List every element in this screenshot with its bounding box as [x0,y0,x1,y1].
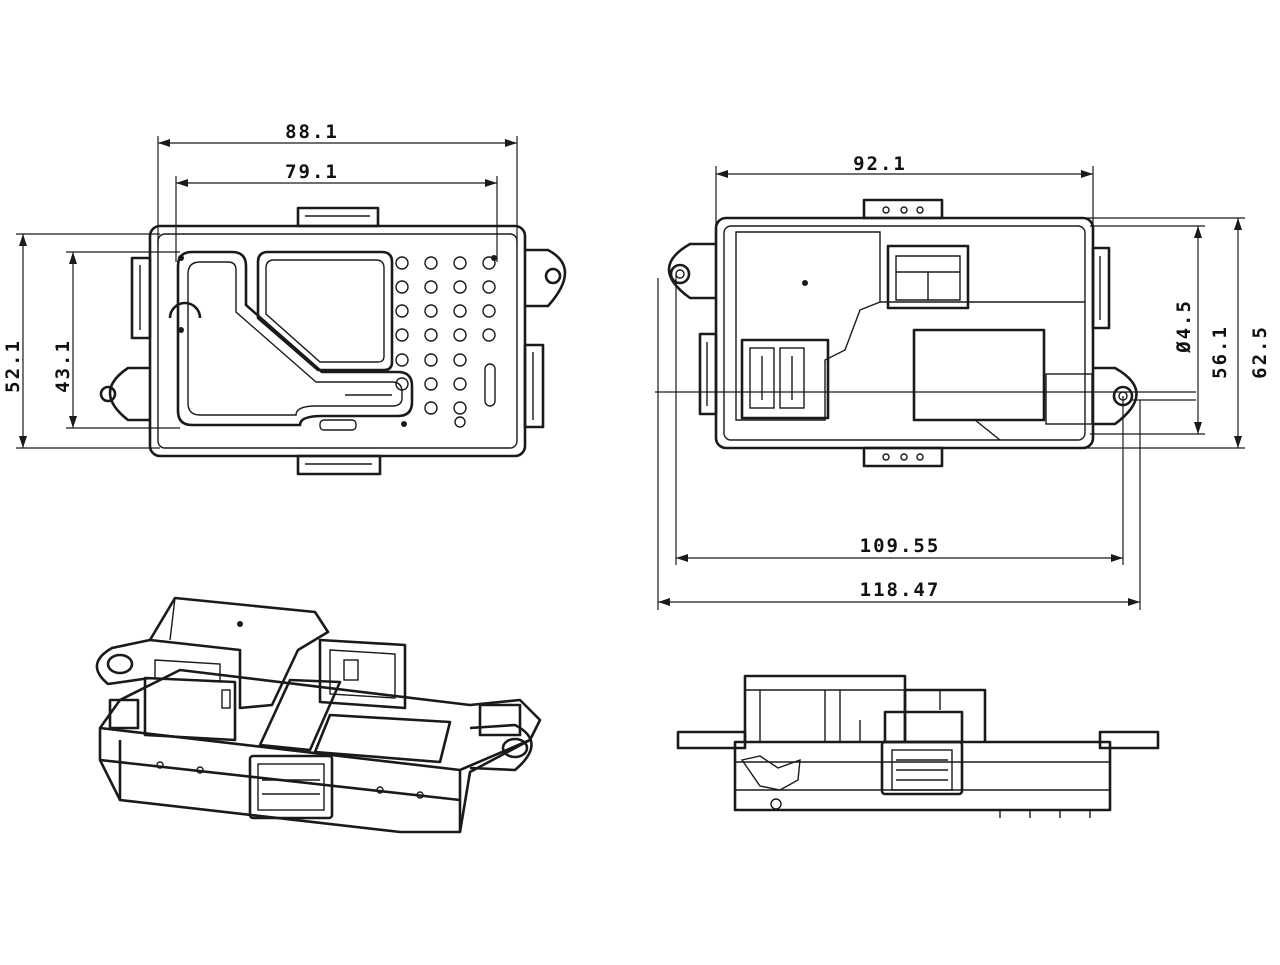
bottom-view [667,198,1138,468]
bottom-view-dimensions: 92.1 109.55 118.47 62.5 56.1 Ø4.5 [655,153,1271,610]
dim-bottom-width: 92.1 [853,153,907,175]
dim-bottom-overall-length: 118.47 [860,579,941,601]
screw-grid [395,256,496,428]
dim-top-overall-width: 88.1 [285,121,339,143]
isometric-view [95,596,542,834]
dim-top-inner-width: 79.1 [285,161,339,183]
top-view-dimensions: 88.1 79.1 52.1 43.1 [2,121,518,449]
top-view [99,206,567,476]
dim-bottom-inner-height: 56.1 [1209,325,1231,379]
side-view [676,674,1160,818]
dim-top-overall-height: 52.1 [2,339,24,393]
dim-bottom-hole-spacing: 109.55 [860,535,941,557]
dim-top-inner-height: 43.1 [52,339,74,393]
dim-bottom-overall-height: 62.5 [1249,325,1271,379]
dim-bottom-hole-diameter: Ø4.5 [1173,299,1195,354]
